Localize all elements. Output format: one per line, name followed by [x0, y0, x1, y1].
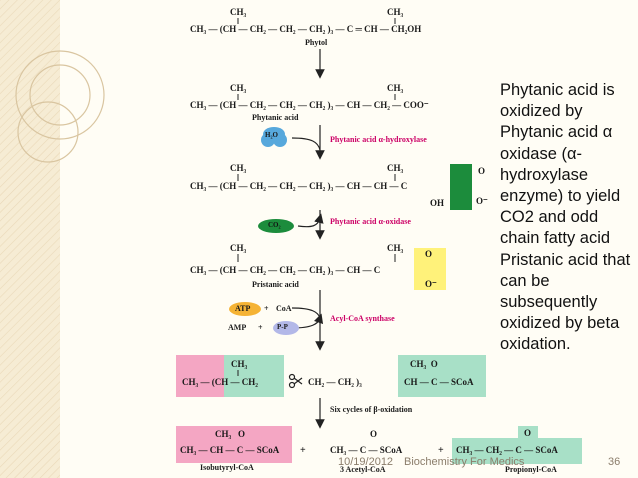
coa-label: CoA	[276, 304, 292, 313]
isobutyryl-main: CH₃ — CH — C — SCoA	[180, 445, 280, 455]
propionyl-main: CH₃ — CH₂ — C — SCoA	[456, 445, 558, 455]
h2o-bubble	[261, 127, 287, 147]
atp-label: ATP	[235, 304, 251, 313]
pristanic-branch-2: CH₃	[387, 243, 404, 253]
pristanic-branch-1: CH₃	[230, 243, 247, 253]
scissors-icon	[288, 373, 303, 389]
co2-label: CO₂	[268, 221, 281, 229]
footer-date: 10/19/2012	[338, 456, 394, 468]
h2o-label: H₂O	[265, 131, 278, 139]
ppi-pill	[273, 321, 299, 335]
pink-box-isobutyryl	[176, 426, 292, 463]
phytol-label: Phytol	[305, 38, 328, 47]
phytol-branch-2: CH₃	[387, 7, 404, 17]
amp-label: AMP	[228, 323, 247, 332]
phytanic-label: Phytanic acid	[252, 113, 299, 122]
teal-box-left	[224, 355, 284, 397]
pristanoyl-right-top: CH₃ O	[410, 359, 438, 369]
teal-box-propionyl-o	[518, 426, 538, 440]
acetyl-main: CH₃ — C — SCoA	[330, 445, 403, 455]
propionyl-label: Propionyl-CoA	[505, 465, 557, 474]
phytol-branch-1: CH₃	[230, 7, 247, 17]
atp-pill	[229, 302, 261, 316]
teal-box-right	[398, 355, 486, 397]
enzyme-synthase: Acyl-CoA synthase	[330, 314, 395, 323]
pristanoyl-left-top: CH₃	[231, 359, 248, 369]
carboxyl-yellow-box	[414, 248, 446, 290]
phytol-formula: CH₃ — (CH — CH₂ — CH₂ — CH₂ )₃ — C ═ CH …	[190, 24, 422, 34]
propionyl-top: O	[524, 428, 532, 438]
pristanoyl-middle: CH₂ — CH₂ )₃	[308, 377, 362, 387]
teal-box-propionyl	[452, 438, 582, 464]
hydroxy-oh: OH	[430, 198, 445, 208]
curved-arrows	[291, 137, 324, 329]
amp-plus: +	[258, 323, 263, 332]
hydroxy-branch-1: CH₃	[230, 163, 247, 173]
ppi-label: P-P	[277, 323, 288, 331]
pristanic-label: Pristanic acid	[252, 280, 299, 289]
enzyme-hydroxylase: Phytanic acid α-hydroxylase	[330, 135, 427, 144]
footer-page-number: 36	[608, 456, 621, 468]
hydroxy-o-top: O	[478, 166, 486, 176]
carboxyl-green-box	[450, 164, 472, 210]
side-description: Phytanic acid is oxidized by Phytanic ac…	[500, 81, 631, 354]
phytanic-branch-1: CH₃	[230, 83, 247, 93]
decorative-hatch	[0, 0, 60, 478]
enzyme-oxidase: Phytanic acid α-oxidase	[330, 217, 411, 226]
footer-title: Biochemistry For Medics	[404, 456, 525, 468]
pristanoyl-right-main: CH — C — SCoA	[404, 377, 474, 387]
hydroxy-branch-2: CH₃	[387, 163, 404, 173]
isobutyryl-top: CH₃ O	[215, 429, 245, 439]
pristanic-o-minus: O⁻	[425, 279, 437, 289]
hydroxy-formula: CH₃ — (CH — CH₂ — CH₂ — CH₂ )₃ — CH — CH…	[190, 181, 408, 191]
acetyl-top: O	[370, 429, 378, 439]
branch-bonds	[237, 18, 396, 376]
pristanoyl-left-main: CH₃ — (CH — CH₂	[182, 377, 258, 387]
acetyl-plus: +	[300, 445, 306, 456]
phytanic-formula: CH₃ — (CH — CH₂ — CH₂ — CH₂ )₃ — CH — CH…	[190, 100, 429, 110]
phytanic-branch-2: CH₃	[387, 83, 404, 93]
pristanic-o-top: O	[425, 249, 433, 259]
pristanic-formula: CH₃ — (CH — CH₂ — CH₂ — CH₂ )₃ — CH — C	[190, 265, 381, 275]
isobutyryl-label: Isobutyryl-CoA	[200, 463, 254, 472]
co2-pill	[258, 219, 294, 233]
hydroxy-o-minus: O⁻	[476, 196, 488, 206]
acetyl-label: 3 Acetyl-CoA	[340, 465, 386, 474]
decorative-circles	[15, 50, 105, 163]
propionyl-plus: +	[438, 445, 444, 456]
atp-plus: +	[264, 304, 269, 313]
beta-oxidation-label: Six cycles of β-oxidation	[330, 405, 413, 414]
